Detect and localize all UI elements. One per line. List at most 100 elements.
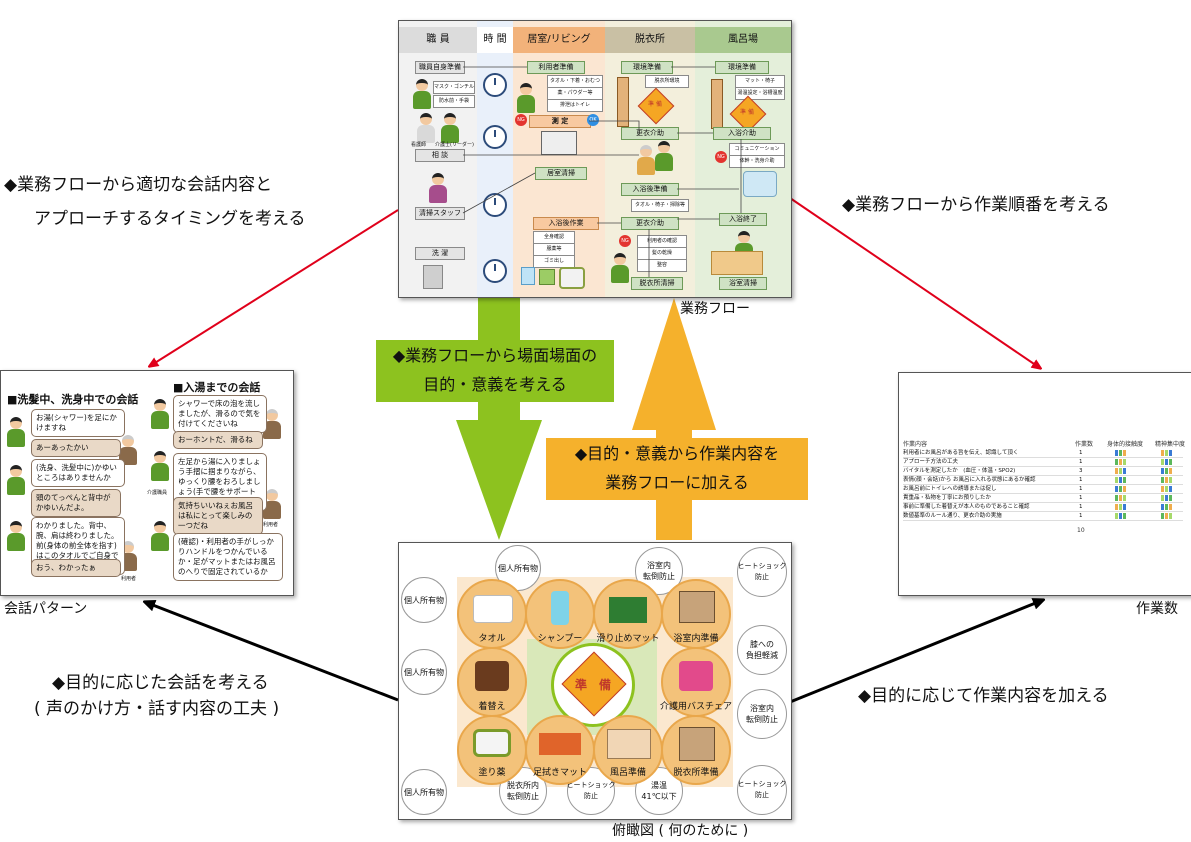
circle-heat-2: ヒートショック 防止: [737, 765, 787, 815]
label-top-left-1: ◆業務フローから適切な会話内容と: [4, 175, 273, 195]
user-avatar-3: [263, 409, 281, 439]
orange-up-arrow: [632, 298, 716, 540]
item-shampoo-label: シャンプー: [537, 634, 583, 644]
circle-heat-1: ヒートショック 防止: [737, 547, 787, 597]
wn-row-task: 数値基準のルール通り、更衣介助の実施: [903, 513, 1002, 519]
wn-bar: [1119, 495, 1122, 501]
green-label-bg: [376, 340, 614, 402]
label-bottom-left-1: ◆目的に応じた会話を考える: [52, 673, 269, 693]
box-change: 更衣介助: [621, 127, 679, 140]
label-bottom-left-2: ( 声のかけ方・話す内容の工夫 ): [34, 699, 280, 719]
user-avatar-4: [263, 489, 281, 519]
business-flow-panel: 職 員 時 間 居室/リビング 脱衣所 風呂場 職員自身準備 マスク・ゴンチル …: [398, 20, 792, 298]
footmat-icon: [539, 733, 581, 755]
item-mat-label: 滑り止めマット: [596, 634, 660, 644]
mat-icon: [609, 597, 647, 623]
staff-avatar-2: [7, 465, 25, 495]
wn-row-task: 表情(顔・会話)から お風呂に入れる状態にあるか確認: [903, 477, 1036, 483]
staff-avatar-1: [7, 417, 25, 447]
wn-bar: [1169, 513, 1172, 519]
circle-personal-1: 個人所有物: [401, 577, 447, 623]
col-room: 居室/リビング: [513, 27, 605, 53]
wn-row-count: 1: [1079, 495, 1083, 501]
label-bottom-right: ◆目的に応じて作業内容を加える: [858, 686, 1109, 706]
circle-fall-2: 浴室内 転倒防止: [737, 689, 787, 739]
bubble-b6: おう、わかったぁ: [31, 559, 121, 577]
wn-bar: [1119, 504, 1122, 510]
wn-row-count: 1: [1079, 513, 1083, 519]
user-label-1: 利用者: [121, 576, 137, 582]
wn-bar: [1169, 468, 1172, 474]
staff-avatar-3: [7, 521, 25, 551]
bathroom-icon: [679, 591, 715, 623]
circle-personal-3: 個人所有物: [401, 649, 447, 695]
bathtub-icon-1: [743, 171, 777, 197]
ng-marker-3: NG: [715, 151, 727, 163]
shampoo-icon: [551, 591, 569, 625]
leader-figure: [441, 113, 459, 143]
wn-row-count: 1: [1079, 459, 1083, 465]
ng-marker-1: NG: [515, 114, 527, 126]
wn-bar: [1123, 513, 1126, 519]
wn-bar: [1161, 486, 1164, 492]
box-user-prep: 利用者準備: [527, 61, 585, 74]
wn-row-count: 1: [1079, 450, 1083, 456]
clock-icon-1: [483, 73, 507, 97]
bubble-b2: あーあったかい: [31, 439, 121, 457]
box-staff-prep: 職員自身準備: [415, 61, 465, 74]
bubble-b4: 頭のてっぺんと背中がかゆいんだよ。: [31, 489, 121, 517]
wn-bar: [1123, 504, 1126, 510]
wn-bar: [1123, 468, 1126, 474]
clock-icon-3: [483, 193, 507, 217]
wn-total: 10: [1077, 527, 1085, 534]
wn-bar: [1165, 486, 1168, 492]
wn-head-body: 身体的接触度: [1107, 441, 1144, 448]
staff-figure: [413, 79, 431, 109]
box-body-wash: 体幹・洗身介助: [729, 155, 785, 168]
bubble-r4: 気持ちいいねぇお風呂は私にとって楽しみの一つだね: [173, 497, 263, 535]
wn-row: アプローチ方法の工夫 1: [903, 458, 1183, 467]
wn-row-task: アプローチ方法の工夫: [903, 459, 959, 465]
center-label: 準 備: [574, 678, 611, 692]
item-bathprep-label: 浴室内準備: [673, 634, 719, 644]
label-top-left-2: アプローチするタイミングを考える: [34, 209, 306, 229]
ointment-jar-icon: [473, 729, 511, 757]
label-top-right: ◆業務フローから作業順番を考える: [842, 195, 1110, 215]
box-bath-assist: 入浴介助: [713, 127, 771, 140]
wn-bar: [1123, 450, 1126, 456]
col-staff: 職 員: [399, 27, 477, 53]
box-c3: 整容: [637, 259, 687, 272]
caption-overview: 俯瞰図 ( 何のために ): [612, 823, 749, 839]
wn-bar: [1169, 450, 1172, 456]
user-label-2: 利用者: [263, 522, 279, 528]
clock-icon-2: [483, 125, 507, 149]
wn-bar: [1119, 450, 1122, 456]
caption-flow: 業務フロー: [680, 301, 750, 317]
box-dress-items: 脱衣所環境: [645, 75, 689, 88]
wn-row-task: 貴重品・私物を丁寧にお預りしたか: [903, 495, 992, 501]
staff-avatar-5: [151, 451, 169, 481]
bubble-r2: おーホントだ、滑るね: [173, 431, 263, 449]
green-cup-icon: [539, 269, 555, 285]
red-arrow-to-conversation: [150, 209, 399, 366]
wn-bar: [1161, 495, 1164, 501]
wn-bar: [1119, 459, 1122, 465]
box-change-2: 更衣介助: [621, 217, 679, 230]
prep-diamond-label-1: 準 備: [648, 101, 662, 108]
staff-avatar-6: [151, 521, 169, 551]
clothes-icon: [475, 661, 509, 691]
wn-head-count: 作業数: [1075, 441, 1094, 448]
wn-row-task: 利用者にお風呂がある旨を伝え、認識して頂く: [903, 450, 1019, 456]
staff-label: 介護職員: [147, 490, 168, 496]
bathtub-icon-2: [711, 251, 763, 275]
circle-personal-4: 個人所有物: [401, 769, 447, 815]
wn-bar: [1119, 468, 1122, 474]
box-after-items: タオル・椅子・掃除等: [631, 199, 689, 212]
wn-bar: [1165, 513, 1168, 519]
wn-bar: [1161, 468, 1164, 474]
work-count-panel: 作業内容 作業数 身体的接触度 精神集中度 利用者にお風呂がある旨を伝え、認識し…: [898, 372, 1191, 596]
wn-bar: [1115, 504, 1118, 510]
wn-bar: [1119, 486, 1122, 492]
nurse-label: 看護師: [411, 142, 427, 148]
box-toilet: 排泄はトイレ: [547, 99, 603, 112]
